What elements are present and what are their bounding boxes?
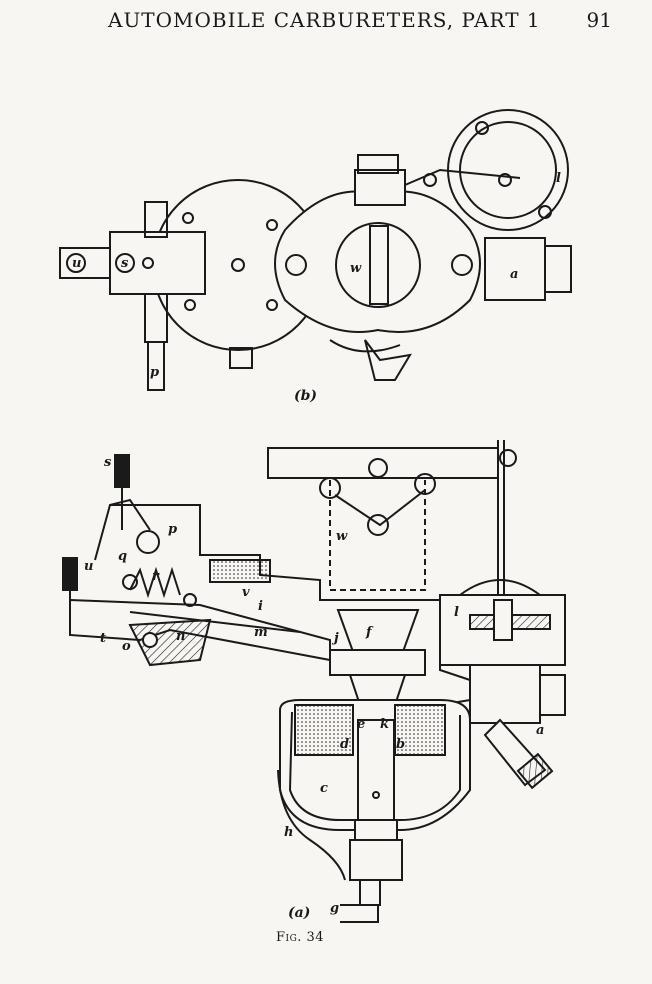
- label-a-s: s: [104, 455, 112, 470]
- label-a-o: o: [122, 639, 131, 654]
- label-a-m: m: [254, 625, 268, 640]
- label-b-a: a: [510, 267, 518, 282]
- view-b-drawing: [59, 109, 572, 391]
- label-b-s: s: [121, 256, 129, 271]
- label-a-d: d: [340, 737, 349, 752]
- label-a-b: b: [396, 737, 405, 752]
- label-a-n: n: [176, 629, 185, 644]
- label-a-l: l: [454, 605, 459, 620]
- label-a-t: t: [100, 631, 106, 646]
- figure-caption: Fig. 34: [276, 930, 325, 945]
- label-a-q: q: [118, 549, 127, 564]
- label-a-j: j: [331, 631, 339, 646]
- label-a-v: v: [242, 585, 250, 600]
- label-a-a: a: [536, 723, 544, 738]
- label-a-w: w: [336, 529, 348, 544]
- label-a-p: p: [168, 522, 177, 537]
- label-a-g: g: [330, 901, 339, 916]
- label-a-r: r: [152, 569, 160, 584]
- caption-view-a: (a): [288, 905, 311, 921]
- label-b-u: u: [72, 256, 81, 271]
- label-b-w: w: [350, 261, 362, 276]
- label-a-f: f: [365, 625, 374, 640]
- label-a-u: u: [84, 559, 93, 574]
- label-a-e: e: [357, 717, 365, 732]
- running-head: AUTOMOBILE CARBURETERS, PART 1: [108, 8, 541, 32]
- caption-view-b: (b): [294, 388, 318, 404]
- view-a-labels: s t u p q r o n m v i w j f l a e k d b …: [84, 455, 544, 916]
- label-a-h: h: [284, 825, 293, 840]
- label-b-p: p: [150, 365, 159, 380]
- label-b-l: l: [556, 171, 561, 186]
- label-a-i: i: [258, 599, 263, 614]
- label-a-k: k: [380, 717, 389, 732]
- label-a-c: c: [320, 781, 328, 796]
- view-b-labels: u s w a l p: [72, 171, 561, 380]
- page-number: 91: [586, 8, 612, 32]
- view-a-drawing: [62, 440, 566, 923]
